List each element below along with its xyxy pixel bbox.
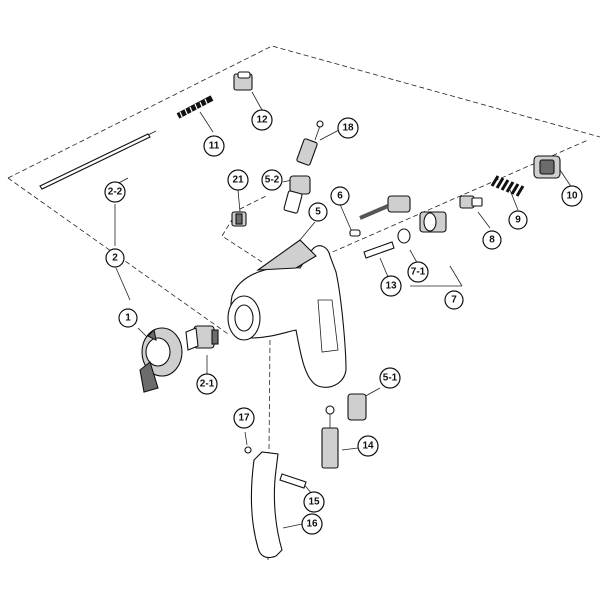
plug-part — [459, 195, 483, 209]
callout-8: 8 — [482, 230, 502, 250]
air-nipple-part — [347, 393, 367, 421]
pin-part — [363, 241, 395, 259]
callout-12: 12 — [251, 109, 273, 131]
callout-5-1: 5-1 — [379, 367, 401, 389]
needle-spring-part — [176, 95, 214, 120]
gun-body-part — [227, 239, 347, 388]
callout-9: 9 — [508, 210, 528, 230]
callout-1-label: 1 — [125, 313, 131, 324]
callout-2-label: 2 — [112, 253, 118, 264]
callout-2-2-label: 2-2 — [108, 187, 123, 198]
trigger-part — [250, 451, 283, 559]
callout-18-label: 18 — [342, 123, 354, 134]
valve-housing-part — [419, 211, 447, 233]
callout-13: 13 — [380, 275, 402, 297]
callout-5: 5 — [308, 202, 328, 222]
callout-2-2: 2-2 — [104, 181, 126, 203]
callout-5-1-label: 5-1 — [383, 373, 398, 384]
callout-5-2: 5-2 — [261, 169, 283, 191]
callout-21-label: 21 — [232, 175, 244, 186]
callout-14: 14 — [357, 435, 379, 457]
callout-2: 2 — [105, 248, 125, 268]
spring-part — [490, 175, 525, 197]
callout-7-1-label: 7-1 — [411, 267, 426, 278]
valve-stem-part — [349, 195, 411, 237]
callout-16: 16 — [301, 513, 323, 535]
callout-6: 6 — [330, 186, 350, 206]
fluid-needle-part — [39, 130, 157, 190]
callout-12-label: 12 — [256, 115, 268, 126]
callout-14-label: 14 — [362, 441, 374, 452]
callout-5-label: 5 — [315, 207, 321, 218]
leader-lines — [114, 91, 573, 529]
callout-10: 10 — [561, 185, 583, 207]
callout-7-label: 7 — [451, 295, 457, 306]
callout-6-label: 6 — [337, 191, 343, 202]
o-ring-part — [397, 228, 411, 244]
callout-2-1: 2-1 — [196, 373, 218, 395]
callout-16-label: 16 — [306, 519, 318, 530]
cap-part — [233, 71, 253, 91]
callout-8-label: 8 — [489, 235, 495, 246]
small-nut-part — [231, 211, 247, 227]
fluid-nozzle-part — [185, 325, 219, 351]
callout-11-label: 11 — [209, 141, 220, 152]
callout-18: 18 — [337, 117, 359, 139]
callout-2-1-label: 2-1 — [200, 379, 215, 390]
retainer-pin-part — [244, 446, 252, 454]
callout-17: 17 — [233, 407, 255, 429]
adjuster-part — [296, 120, 324, 166]
callout-13-label: 13 — [385, 281, 397, 292]
callout-10-label: 10 — [566, 191, 578, 202]
air-valve-part — [283, 175, 311, 214]
callout-15-label: 15 — [308, 497, 320, 508]
air-valve-cap-part — [533, 155, 561, 179]
callout-7-1: 7-1 — [407, 261, 429, 283]
callout-21: 21 — [227, 169, 249, 191]
callout-17-label: 17 — [238, 413, 250, 424]
callout-1: 1 — [118, 308, 138, 328]
callout-9-label: 9 — [515, 215, 521, 226]
air-adjusting-valve-part — [321, 405, 339, 469]
callout-7: 7 — [444, 290, 464, 310]
callout-5-2-label: 5-2 — [265, 175, 280, 186]
callout-11: 11 — [203, 135, 225, 157]
callout-15: 15 — [303, 491, 325, 513]
screw-part — [279, 473, 307, 489]
air-cap-part — [139, 327, 183, 393]
